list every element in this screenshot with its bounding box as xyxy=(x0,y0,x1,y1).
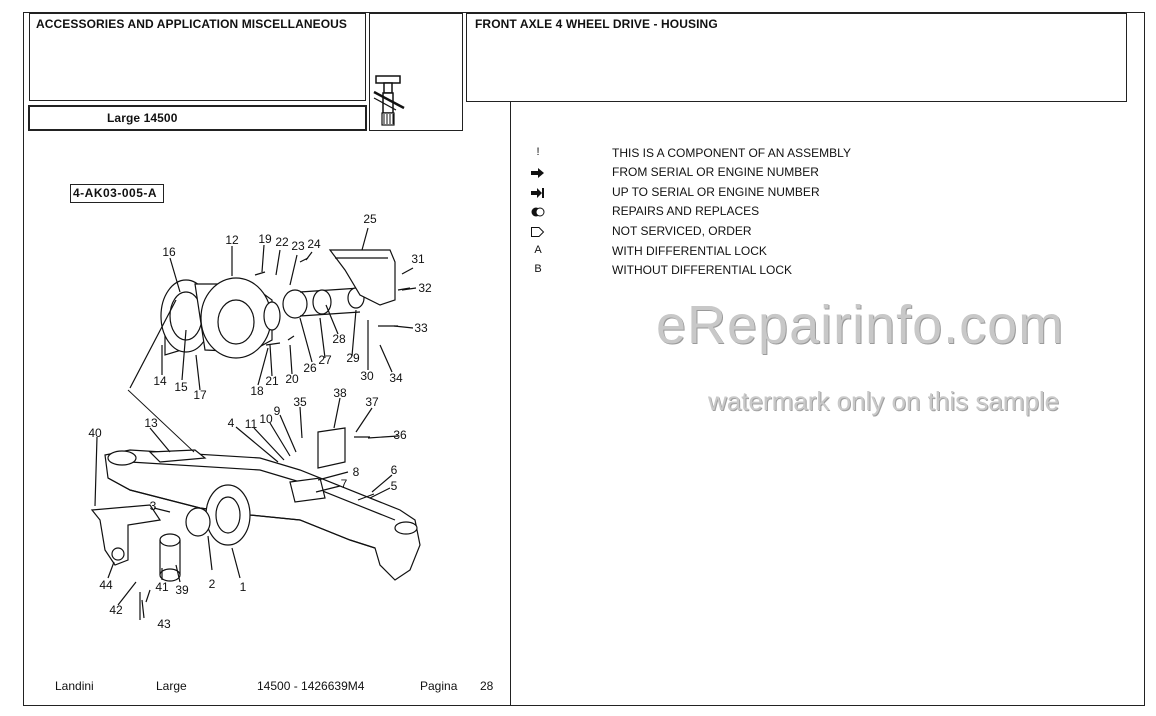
callout-22: 22 xyxy=(275,235,289,249)
callout-20: 20 xyxy=(285,372,299,386)
legend-row: NOT SERVICED, ORDER xyxy=(528,224,928,242)
legend-row: ! THIS IS A COMPONENT OF AN ASSEMBLY xyxy=(528,146,928,164)
callout-3: 3 xyxy=(150,499,157,513)
callout-25: 25 xyxy=(363,212,377,226)
callout-1: 1 xyxy=(240,580,247,594)
column-divider xyxy=(510,102,511,706)
drawing-ref-code: 4-AK03-005-A xyxy=(73,186,158,200)
not-serviced-icon xyxy=(528,224,548,240)
callout-23: 23 xyxy=(291,239,305,253)
legend-symbol: A xyxy=(534,244,542,256)
callout-29: 29 xyxy=(346,351,360,365)
legend-text: WITHOUT DIFFERENTIAL LOCK xyxy=(612,263,793,277)
legend-row: REPAIRS AND REPLACES xyxy=(528,204,928,222)
footer-series: Large xyxy=(156,679,187,693)
callout-39: 39 xyxy=(175,583,189,597)
callout-14: 14 xyxy=(153,374,167,388)
callout-30: 30 xyxy=(360,369,374,383)
legend-symbol: B xyxy=(534,263,542,275)
callout-31: 31 xyxy=(411,252,425,266)
model-box xyxy=(28,105,367,131)
callout-24: 24 xyxy=(307,237,321,251)
footer-page-label: Pagina xyxy=(420,679,458,693)
callout-13: 13 xyxy=(144,416,158,430)
watermark-main: eRepairinfo.com xyxy=(656,295,1065,355)
drawing-ref-box xyxy=(70,184,164,203)
callout-4: 4 xyxy=(228,416,235,430)
legend-text: REPAIRS AND REPLACES xyxy=(612,204,760,218)
callout-43: 43 xyxy=(157,617,171,631)
callout-16: 16 xyxy=(162,245,176,259)
callout-5: 5 xyxy=(391,479,398,493)
repairs-icon xyxy=(528,204,548,220)
legend-row: FROM SERIAL OR ENGINE NUMBER xyxy=(528,165,928,183)
callout-32: 32 xyxy=(418,281,432,295)
arrow-upto-icon xyxy=(528,185,548,201)
callout-41: 41 xyxy=(155,580,169,594)
callout-15: 15 xyxy=(174,380,188,394)
page-title-box xyxy=(466,13,1127,102)
icon-box xyxy=(369,13,463,131)
footer-page-number: 28 xyxy=(480,679,494,693)
callout-21: 21 xyxy=(265,374,279,388)
callout-35: 35 xyxy=(293,395,307,409)
callout-44: 44 xyxy=(99,578,113,592)
callout-37: 37 xyxy=(365,395,379,409)
section-title-box xyxy=(29,13,366,101)
watermark-sub: watermark only on this sample xyxy=(708,386,1060,416)
callout-17: 17 xyxy=(193,388,207,402)
legend-text: THIS IS A COMPONENT OF AN ASSEMBLY xyxy=(612,146,851,160)
callout-19: 19 xyxy=(258,232,272,246)
model-label: Large 14500 xyxy=(107,111,178,125)
footer-code: 14500 - 1426639M4 xyxy=(257,679,365,693)
arrow-from-icon xyxy=(528,165,548,181)
callout-26: 26 xyxy=(303,361,317,375)
page-frame xyxy=(23,12,1145,706)
footer-brand: Landini xyxy=(55,679,94,693)
callout-11: 11 xyxy=(245,417,258,431)
shaft-icon xyxy=(373,75,405,126)
section-title: ACCESSORIES AND APPLICATION MISCELLANEOU… xyxy=(36,17,348,31)
callout-28: 28 xyxy=(332,332,346,346)
callout-42: 42 xyxy=(109,603,123,617)
legend-row: B WITHOUT DIFFERENTIAL LOCK xyxy=(528,263,928,281)
callout-18: 18 xyxy=(250,384,264,398)
callout-6: 6 xyxy=(391,463,398,477)
callout-40: 40 xyxy=(88,426,102,440)
callout-7: 7 xyxy=(341,477,348,491)
callout-38: 38 xyxy=(333,386,347,400)
callout-2: 2 xyxy=(209,577,216,591)
callout-12: 12 xyxy=(225,233,239,247)
legend-row: UP TO SERIAL OR ENGINE NUMBER xyxy=(528,185,928,203)
legend-text: WITH DIFFERENTIAL LOCK xyxy=(612,244,767,258)
callout-36: 36 xyxy=(393,428,407,442)
legend-row: A WITH DIFFERENTIAL LOCK xyxy=(528,244,928,262)
callout-10: 10 xyxy=(259,412,273,426)
callout-9: 9 xyxy=(274,404,281,418)
legend-text: FROM SERIAL OR ENGINE NUMBER xyxy=(612,165,819,179)
callout-34: 34 xyxy=(389,371,403,385)
page-title: FRONT AXLE 4 WHEEL DRIVE - HOUSING xyxy=(475,17,718,31)
legend-text: UP TO SERIAL OR ENGINE NUMBER xyxy=(612,185,820,199)
callout-33: 33 xyxy=(414,321,428,335)
callout-8: 8 xyxy=(353,465,360,479)
exclamation-icon: ! xyxy=(536,146,540,158)
callout-27: 27 xyxy=(318,353,332,367)
exploded-parts-diagram: 1 2 3 4 5 6 7 8 9 10 11 12 13 14 15 16 1… xyxy=(88,212,432,631)
legend-text: NOT SERVICED, ORDER xyxy=(612,224,752,238)
